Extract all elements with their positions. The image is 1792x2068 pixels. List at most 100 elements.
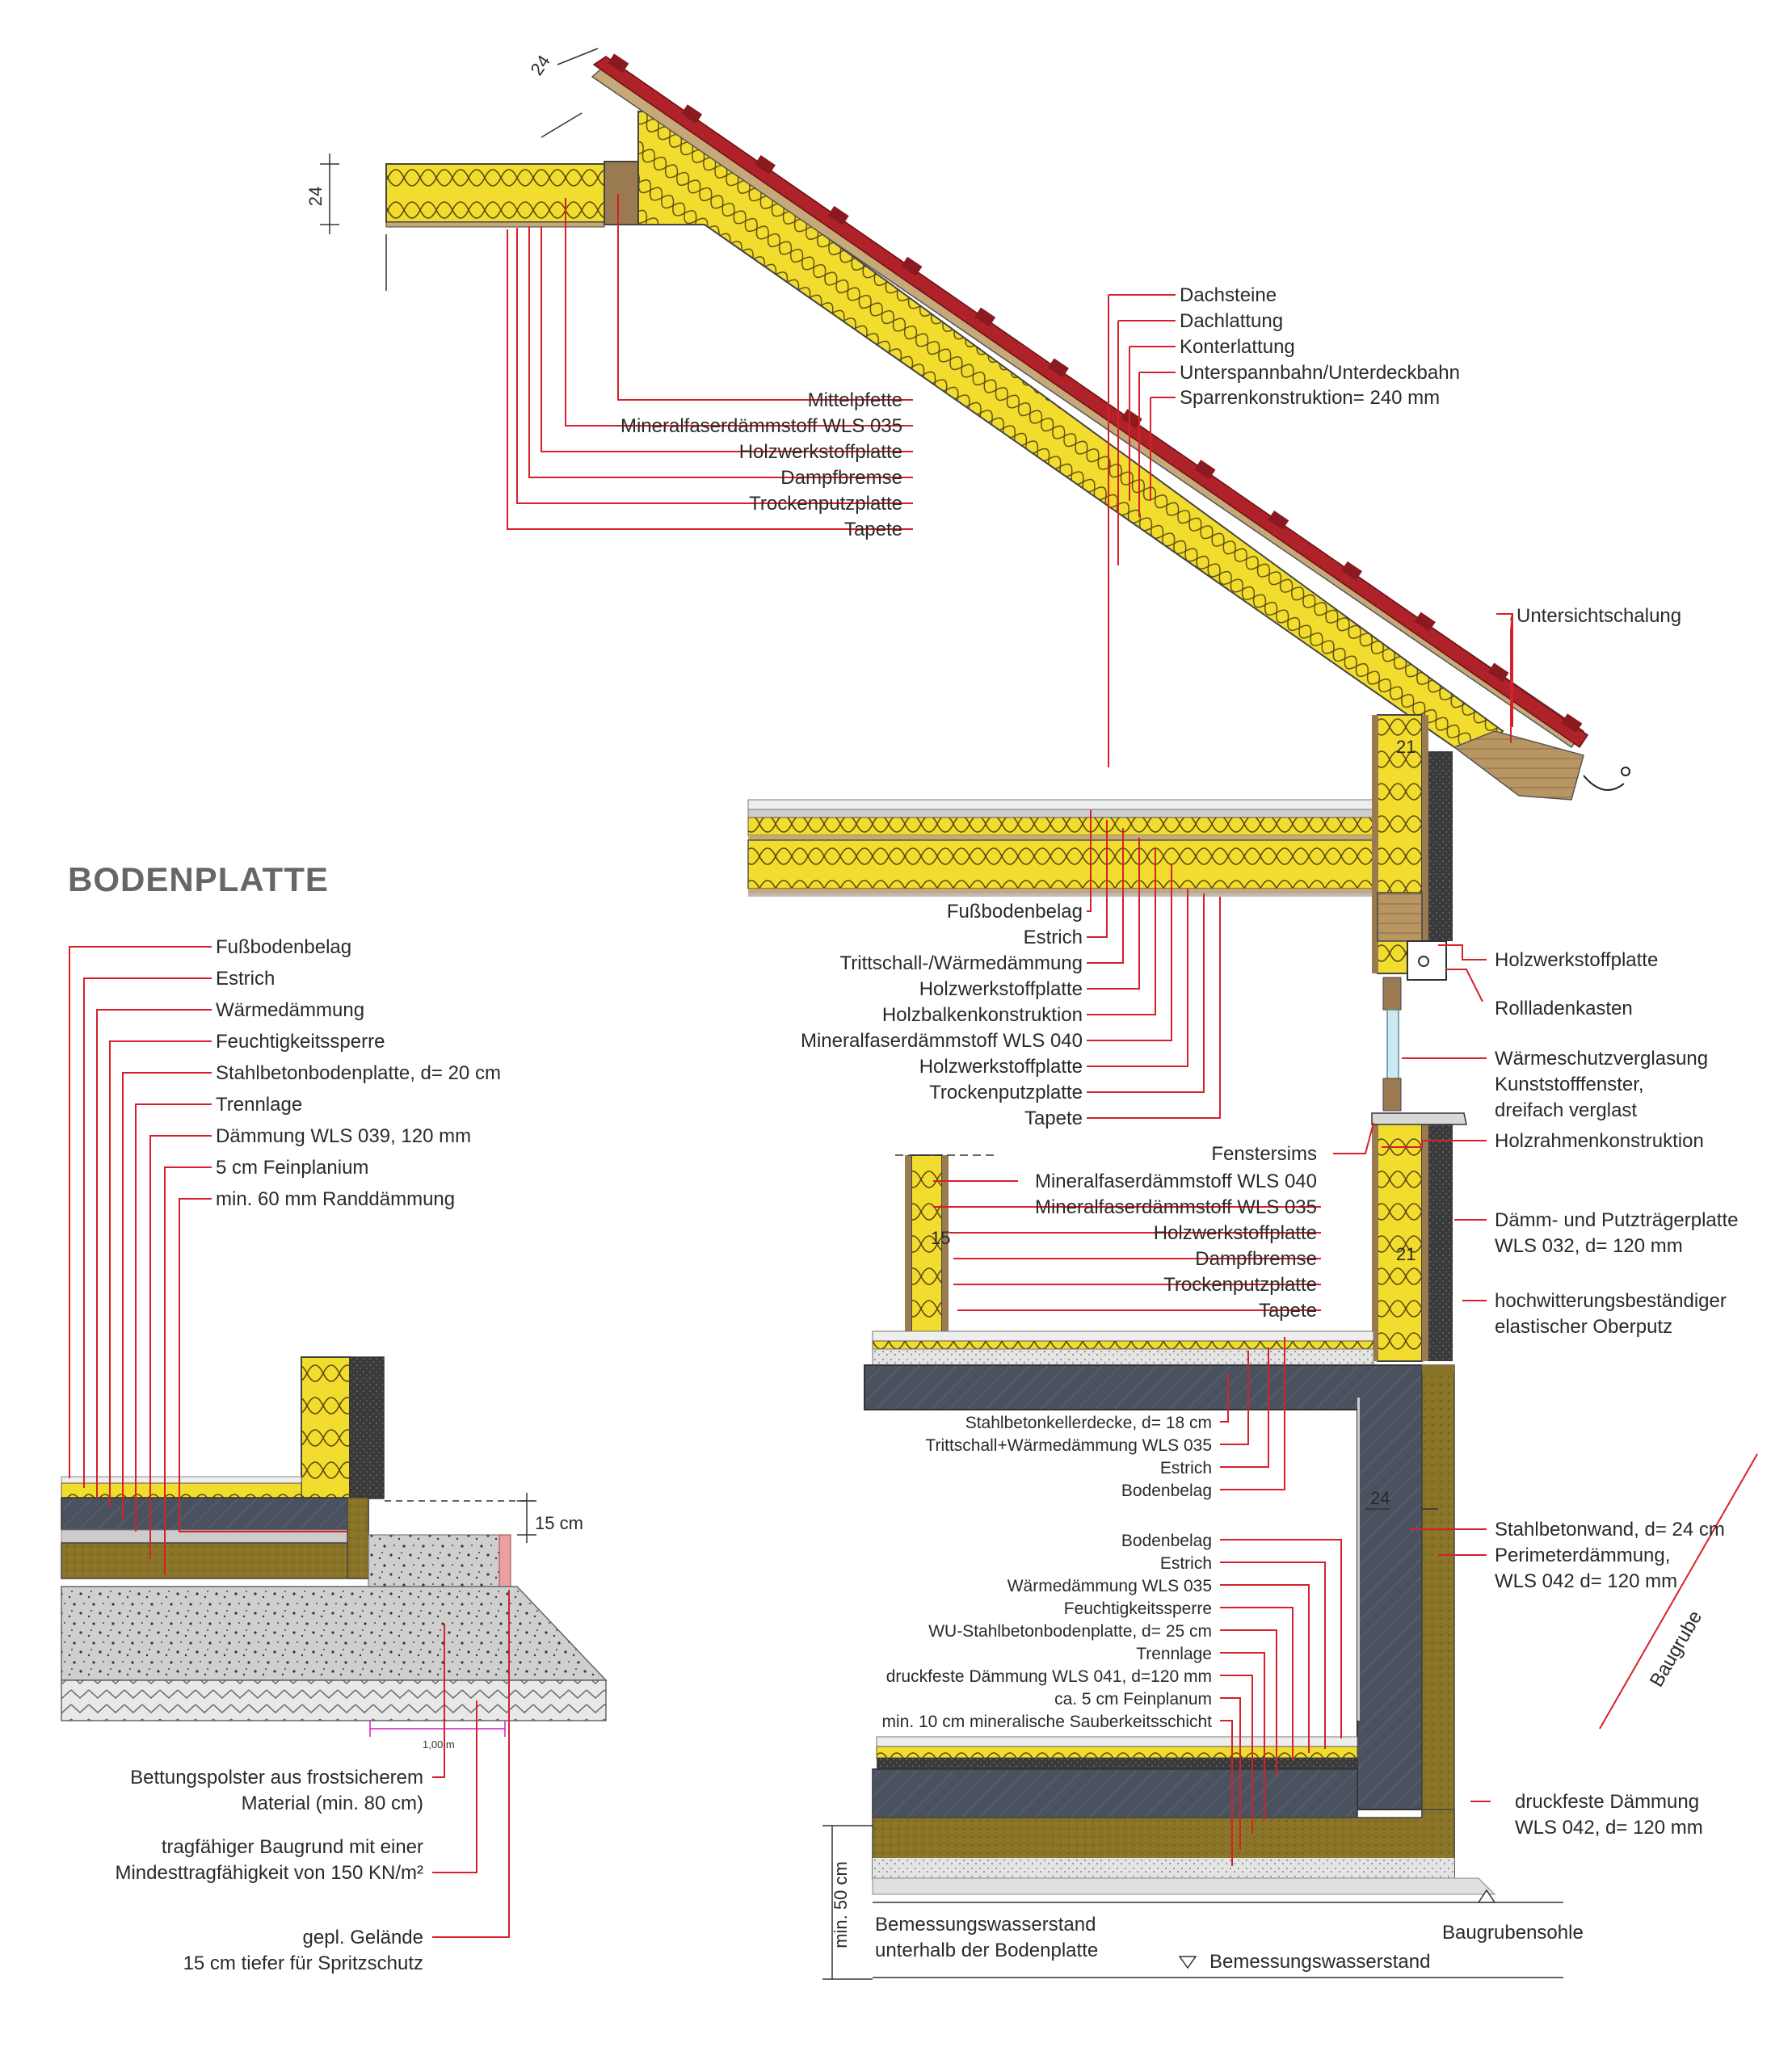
purlin — [604, 161, 639, 225]
label-trockenputz: Trockenputzplatte — [929, 1082, 1083, 1103]
label-trittschall-035: Trittschall+Wärmedämmung WLS 035 — [925, 1436, 1212, 1455]
floor-labels: Fußbodenbelag Estrich Trittschall-/Wärme… — [801, 810, 1221, 1129]
tile-hook — [754, 155, 776, 174]
label-bettungspolster-1: Bettungspolster aus frostsicherem — [130, 1767, 423, 1788]
window-glazing — [1386, 1009, 1399, 1087]
label-kunststofffenster: Kunststofffenster, — [1495, 1074, 1644, 1095]
roof-left-labels: Mittelpfette Mineralfaserdämmstoff WLS 0… — [507, 194, 1681, 743]
label-mittelpfette: Mittelpfette — [808, 389, 902, 411]
label-daemmplatte-1: Dämm- und Putzträgerplatte — [1495, 1209, 1738, 1231]
label-bemessungswasserstand: Bemessungswasserstand — [1209, 1951, 1430, 1973]
label-dampfbremse: Dampfbremse — [780, 467, 902, 489]
label-dreifach: dreifach verglast — [1495, 1099, 1637, 1121]
label-bettungspolster-2: Material (min. 80 cm) — [242, 1793, 423, 1814]
roof-ceiling-dim: 24 — [305, 187, 326, 206]
label-estrich: Estrich — [1024, 927, 1083, 948]
slab-wall-render — [349, 1356, 385, 1499]
label-gelaende-2: 15 cm tiefer für Spritzschutz — [183, 1952, 423, 1974]
tile-hook — [1194, 460, 1216, 480]
basement-wall-dim: 24 — [1370, 1488, 1390, 1508]
label-konterlattung: Konterlattung — [1180, 336, 1295, 358]
label-trockenputz: Trockenputzplatte — [749, 493, 902, 515]
label-holzwerkstoff-1: Holzwerkstoffplatte — [919, 978, 1083, 1000]
label-slab-trennlage: Trennlage — [216, 1094, 302, 1116]
lower-wall-dim: 21 — [1396, 1244, 1416, 1264]
tile-hook — [681, 104, 703, 124]
label-basement-estrich: Estrich — [1160, 1459, 1212, 1477]
label-mineralfaser-035: Mineralfaserdämmstoff WLS 035 — [620, 415, 902, 437]
basement-labels: Stahlbetonkellerdecke, d= 18 cm Trittsch… — [875, 1337, 1725, 1973]
water-level-icon — [1178, 1956, 1197, 1969]
upper-wall-dim: 21 — [1396, 737, 1416, 757]
upper-wall-render — [1428, 751, 1453, 941]
edge-insulation — [347, 1497, 369, 1579]
wall-right-labels: Holzwerkstoffplatte Rollladenkasten Wärm… — [1211, 944, 1738, 1338]
label-bottom-insul-1: druckfeste Dämmung — [1515, 1791, 1699, 1813]
label-holzbalken: Holzbalkenkonstruktion — [882, 1004, 1083, 1026]
label-oberputz-1: hochwitterungsbeständiger — [1495, 1290, 1727, 1312]
label-tapete: Tapete — [1024, 1108, 1083, 1129]
label-floor-feinplanum: ca. 5 cm Feinplanum — [1054, 1690, 1212, 1709]
label-inner-dampfbremse: Dampfbremse — [1195, 1248, 1317, 1270]
tile-hook — [1047, 358, 1069, 378]
ceiling-insulation — [385, 163, 605, 223]
tile-hook — [1268, 510, 1289, 530]
label-unterspannbahn: Unterspannbahn/Unterdeckbahn — [1180, 362, 1460, 384]
label-untersichtschalung: Untersichtschalung — [1516, 605, 1681, 627]
label-slab-fussbodenbelag: Fußbodenbelag — [216, 936, 351, 958]
label-holzwerkstoff-right: Holzwerkstoffplatte — [1495, 949, 1658, 971]
label-slab-feuchtigkeitssperre: Feuchtigkeitssperre — [216, 1031, 385, 1053]
label-floor-wu-platte: WU-Stahlbetonbodenplatte, d= 25 cm — [928, 1622, 1212, 1641]
label-holzrahmen: Holzrahmenkonstruktion — [1495, 1130, 1704, 1152]
label-fenstersims: Fenstersims — [1211, 1143, 1317, 1165]
label-holzwerkstoff-2: Holzwerkstoffplatte — [919, 1056, 1083, 1078]
label-waermeschutzverglasung: Wärmeschutzverglasung — [1495, 1048, 1708, 1070]
slab-insulation — [61, 1542, 369, 1579]
gutter-icon — [1583, 775, 1625, 791]
label-inner-trockenputz: Trockenputzplatte — [1163, 1274, 1317, 1296]
roof-slope-dim: 24 — [526, 52, 553, 79]
label-dachsteine: Dachsteine — [1180, 284, 1277, 306]
label-slab-feinplanium: 5 cm Feinplanium — [216, 1157, 368, 1179]
label-floor-feuchtigkeitssperre: Feuchtigkeitssperre — [1064, 1599, 1212, 1618]
ceiling-board — [385, 221, 605, 228]
page-title: BODENPLATTE — [68, 860, 329, 898]
label-tapete: Tapete — [844, 519, 902, 540]
slab-width-dim: 1,00 m — [423, 1738, 455, 1751]
label-slab-estrich: Estrich — [216, 968, 275, 990]
slab-bottom-labels: Bettungspolster aus frostsicherem Materi… — [115, 1590, 510, 1974]
label-oberputz-2: elastischer Oberputz — [1495, 1316, 1672, 1338]
label-slab-randdaemmung: min. 60 mm Randdämmung — [216, 1188, 455, 1210]
label-floor-druckfest: druckfeste Dämmung WLS 041, d=120 mm — [886, 1667, 1212, 1686]
inner-wall: 15 Mineralfaserdämmstoff WLS 040 Mineral… — [895, 1154, 1321, 1358]
eave-soffit — [1453, 730, 1584, 801]
roof-tiles — [592, 56, 1589, 749]
window-sill — [1371, 1112, 1467, 1125]
label-rollladenkasten: Rollladenkasten — [1495, 998, 1633, 1019]
label-inner-035: Mineralfaserdämmstoff WLS 035 — [1035, 1196, 1317, 1218]
splash-dim: 15 cm — [535, 1513, 583, 1533]
label-perimeter-1: Perimeterdämmung, — [1495, 1545, 1670, 1566]
min-50cm-dim: min. 50 cm — [831, 1861, 851, 1948]
splash-gravel — [368, 1534, 508, 1592]
inner-wall-dim: 15 — [931, 1228, 950, 1248]
label-trittschall: Trittschall-/Wärmedämmung — [839, 952, 1083, 974]
bodenplatte-section: BODENPLATTE 15 cm 1,00 m — [61, 860, 608, 1751]
roof-section: 24 24 — [305, 48, 1630, 801]
label-fussbodenbelag: Fußbodenbelag — [947, 901, 1083, 923]
label-baugrund-2: Mindesttragfähigkeit von 150 KN/m² — [115, 1862, 423, 1884]
label-wasserstand-1: Bemessungswasserstand — [875, 1914, 1096, 1936]
label-mineralfaser-040: Mineralfaserdämmstoff WLS 040 — [801, 1030, 1083, 1052]
load-bearing-ground — [61, 1679, 607, 1721]
label-daemmplatte-2: WLS 032, d= 120 mm — [1495, 1235, 1683, 1257]
pit-floor-icon — [1477, 1889, 1496, 1903]
label-floor-bodenbelag: Bodenbelag — [1121, 1532, 1212, 1550]
label-baugrubensohle: Baugrubensohle — [1442, 1922, 1584, 1944]
tile-hook — [1340, 561, 1363, 581]
label-bottom-insul-2: WLS 042, d= 120 mm — [1515, 1817, 1703, 1839]
label-baugrube: Baugrube — [1646, 1607, 1706, 1691]
lower-wall-render — [1428, 1123, 1453, 1361]
label-floor-trennlage: Trennlage — [1136, 1645, 1212, 1663]
perimeter-insulation — [1421, 1364, 1455, 1879]
